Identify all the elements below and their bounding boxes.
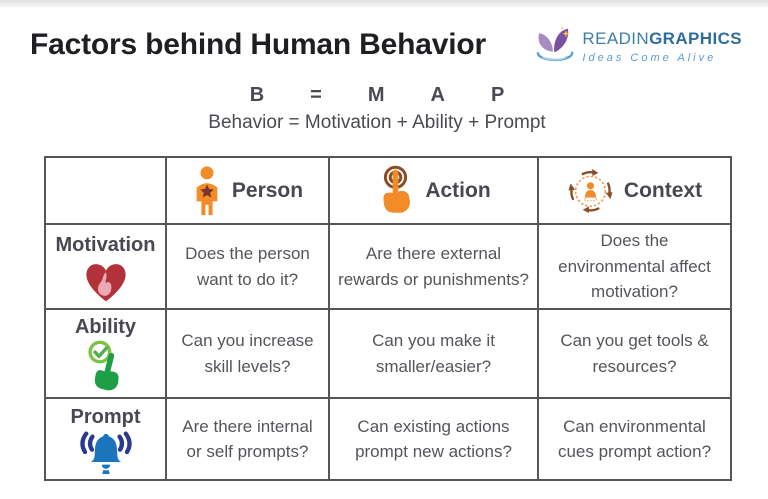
cell-text: Are there external rewards or punishment… xyxy=(338,244,529,289)
cell-prompt-action: Can existing actions prompt new actions? xyxy=(328,397,539,481)
column-header-label: Context xyxy=(623,178,703,202)
top-edge-strip xyxy=(0,0,768,7)
logo-brand-regular: READIN xyxy=(582,29,650,48)
cell-text: Does the person want to do it? xyxy=(185,244,310,289)
logo-brand: READINGRAPHICS xyxy=(582,29,742,49)
context-cycle-icon xyxy=(568,168,613,214)
cell-prompt-context: Can environmental cues prompt action? xyxy=(537,397,732,481)
heart-flame-icon xyxy=(85,263,126,301)
column-header-person: Person xyxy=(165,156,330,225)
column-header-action: Action xyxy=(328,156,539,225)
formula-expansion: Behavior = Motivation + Ability + Prompt xyxy=(208,112,546,133)
bell-alert-icon xyxy=(79,431,132,474)
cell-ability-action: Can you make it smaller/easier? xyxy=(328,308,539,399)
cell-motivation-person: Does the person want to do it? xyxy=(165,223,330,310)
cell-motivation-context: Does the environmental affect motivation… xyxy=(537,223,732,310)
table-row-prompt: Prompt Are there internal or self prompt… xyxy=(44,397,732,481)
bmap-formula: B = M A P Behavior = Motivation + Abilit… xyxy=(0,84,754,134)
formula-letter-a: A xyxy=(430,84,445,106)
formula-letters: B = M A P xyxy=(250,84,505,107)
formula-equals: = xyxy=(310,84,322,106)
table-row-motivation: Motivation Does the person want to do it… xyxy=(44,223,732,310)
logo-text: READINGRAPHICS Ideas Come Alive xyxy=(582,29,742,64)
cell-text: Can you increase skill levels? xyxy=(181,331,314,376)
row-label: Ability xyxy=(74,316,137,338)
logo-brand-bold: GRAPHICS xyxy=(649,29,742,48)
cell-text: Are there internal or self prompts? xyxy=(182,416,313,462)
cell-text: Can you get tools & resources? xyxy=(560,331,709,376)
corner-cell xyxy=(44,156,167,225)
cell-text: Does the environmental affect motivation… xyxy=(558,231,711,302)
column-header-label: Action xyxy=(425,178,491,202)
table-row-ability: Ability Can you increase skill levels? C… xyxy=(44,308,732,399)
row-label: Prompt xyxy=(70,406,141,428)
row-header-prompt: Prompt xyxy=(44,397,167,481)
cell-motivation-action: Are there external rewards or punishment… xyxy=(328,223,539,310)
bmap-table: Person Action xyxy=(44,156,732,481)
hand-check-icon xyxy=(88,340,119,391)
cell-ability-person: Can you increase skill levels? xyxy=(165,308,330,399)
column-header-context: Context xyxy=(537,156,732,225)
cell-prompt-person: Are there internal or self prompts? xyxy=(165,397,330,481)
cell-text: Can existing actions prompt new actions? xyxy=(355,416,512,462)
table-header-row: Person Action xyxy=(44,156,732,225)
formula-letter-b: B xyxy=(249,84,265,106)
person-icon xyxy=(196,165,218,215)
formula-letter-m: M xyxy=(367,84,385,106)
tap-action-icon xyxy=(383,165,411,213)
cell-ability-context: Can you get tools & resources? xyxy=(537,308,732,399)
cell-text: Can you make it smaller/easier? xyxy=(372,331,495,376)
row-header-motivation: Motivation xyxy=(44,223,167,310)
formula-letter-p: P xyxy=(490,84,505,106)
row-label: Motivation xyxy=(55,233,156,256)
cell-text: Can environmental cues prompt action? xyxy=(557,416,712,462)
butterfly-book-logo-icon xyxy=(537,27,574,62)
row-header-ability: Ability xyxy=(44,308,167,399)
column-header-label: Person xyxy=(231,178,304,202)
logo-tagline: Ideas Come Alive xyxy=(582,51,717,64)
readinggraphics-logo: READINGRAPHICS Ideas Come Alive xyxy=(534,24,742,66)
page-title: Factors behind Human Behavior xyxy=(30,28,486,61)
